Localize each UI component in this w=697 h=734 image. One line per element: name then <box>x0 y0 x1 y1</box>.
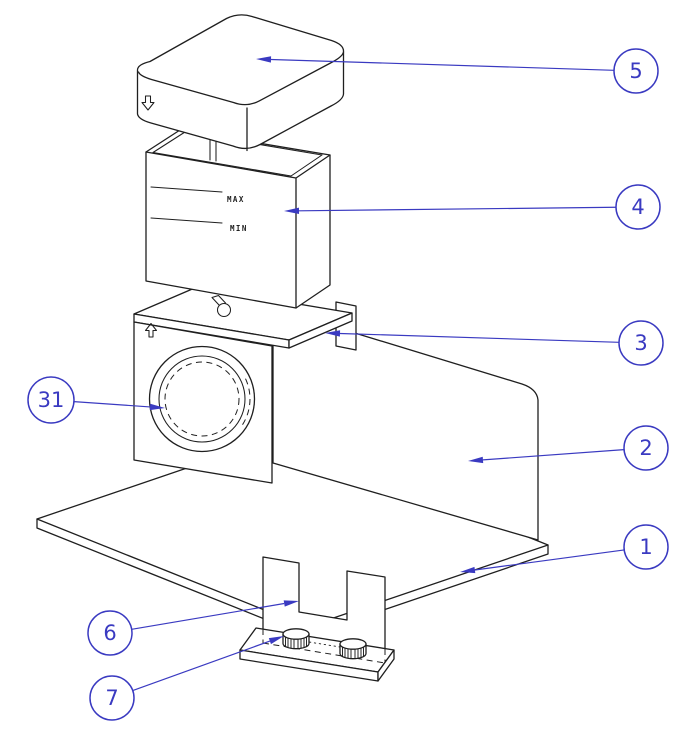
callout-2: 2 <box>468 425 669 471</box>
leader-line <box>482 449 625 461</box>
thumbscrew-left-head <box>282 628 310 640</box>
callout-5: 5 <box>256 48 659 94</box>
callout-number: 4 <box>631 195 644 219</box>
max-label: MAX <box>227 195 245 204</box>
part-4-reservoir: MAX MIN <box>145 129 331 309</box>
max-level-line <box>150 186 223 193</box>
leader-line <box>131 602 285 630</box>
callout-number: 5 <box>629 59 642 83</box>
callouts-layer: 5 4 3 2 1 31 6 7 <box>27 48 669 721</box>
thumbscrew-left <box>282 628 310 650</box>
flange-plug-pin <box>211 294 227 306</box>
callout-number: 6 <box>103 621 116 645</box>
lid-top-face-edges <box>137 51 345 106</box>
foot-center-line <box>308 641 341 648</box>
bore-chamfer-arc <box>240 378 251 427</box>
callout-3: 3 <box>325 320 664 366</box>
callout-balloon <box>618 320 664 366</box>
leader-arrowhead-icon <box>256 56 272 63</box>
leader-line <box>73 401 151 408</box>
reservoir-inner-rim <box>152 131 323 177</box>
leader-arrowhead-icon <box>149 403 165 411</box>
thumbscrew-right-head <box>339 638 367 650</box>
callout-4: 4 <box>284 184 661 230</box>
part-2-vertical-plate <box>272 307 539 541</box>
min-label: MIN <box>230 224 248 233</box>
part-5-lid <box>136 14 345 152</box>
part-31-bore-ring <box>148 345 256 453</box>
callout-balloon <box>623 524 669 570</box>
leader-line <box>132 640 271 692</box>
leader-arrowhead-icon <box>284 207 300 215</box>
callout-number: 31 <box>38 388 65 412</box>
flange-plug <box>216 302 232 318</box>
lid-orientation-arrow-icon <box>141 95 155 111</box>
callout-number: 7 <box>105 686 118 710</box>
bore-outer-circle <box>148 345 256 453</box>
clamp-foot-right <box>377 649 395 682</box>
callout-balloon <box>89 675 135 721</box>
leader-arrowhead-icon <box>468 456 484 464</box>
clamp-hidden-edges <box>262 629 386 664</box>
leader-line <box>339 332 620 343</box>
bracket-flange-right <box>288 312 353 349</box>
leader-line <box>298 206 617 212</box>
bore-thread-circle <box>164 361 240 437</box>
leader-line <box>474 549 625 571</box>
callout-7: 7 <box>89 636 284 721</box>
leader-arrowhead-icon <box>325 330 341 337</box>
callout-balloon <box>87 610 133 656</box>
leader-arrowhead-icon <box>268 636 284 645</box>
bracket-front-face <box>133 321 273 484</box>
callout-1: 1 <box>460 524 669 574</box>
plate-face <box>272 307 539 541</box>
callout-6: 6 <box>87 600 299 656</box>
reservoir-front-edges <box>145 151 331 309</box>
callout-balloon <box>623 425 669 471</box>
part-7-thumbscrews <box>282 628 367 660</box>
callout-number: 3 <box>634 331 647 355</box>
callout-number: 2 <box>639 436 652 460</box>
callout-balloon <box>613 48 659 94</box>
leader-arrowhead-icon <box>283 600 299 607</box>
min-level-line <box>150 217 223 224</box>
callout-balloon <box>615 184 661 230</box>
lid-silhouette <box>136 14 345 150</box>
callout-31: 31 <box>27 376 165 424</box>
bracket-orientation-arrow-icon <box>144 322 158 338</box>
thumbscrew-left-knurl <box>285 637 307 649</box>
callout-balloon <box>27 376 75 424</box>
callout-number: 1 <box>639 535 652 559</box>
thumbscrew-right-knurl <box>342 647 364 659</box>
leader-arrowhead-icon <box>460 566 476 574</box>
part-3-mount-bracket <box>133 286 357 484</box>
thumbscrew-right <box>339 638 367 660</box>
bore-inner-circle <box>158 355 246 443</box>
leader-line <box>270 58 615 71</box>
